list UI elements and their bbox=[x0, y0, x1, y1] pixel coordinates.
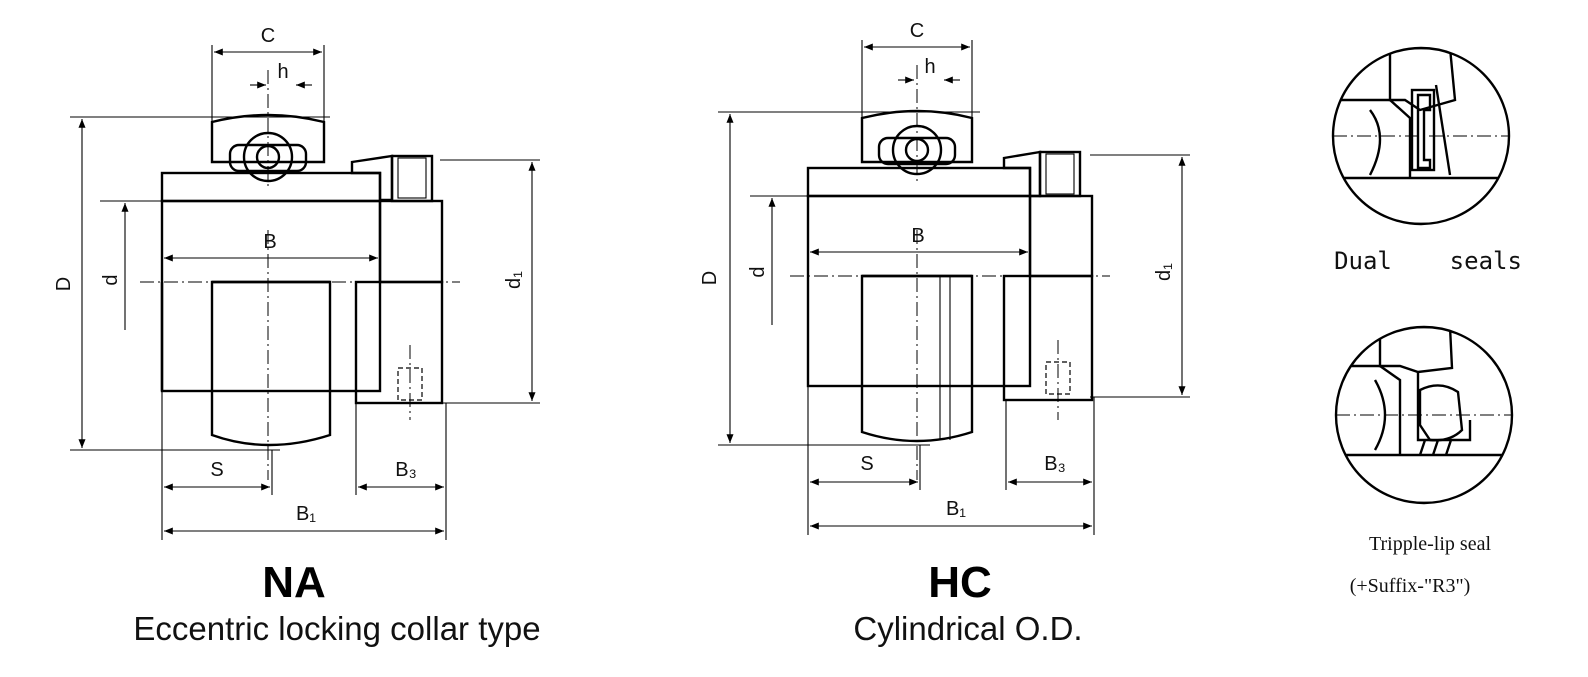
dual-seal-detail bbox=[1331, 46, 1511, 226]
na-dim-b: B bbox=[263, 231, 276, 253]
hc-dim-c: C bbox=[910, 20, 924, 42]
hc-shaft bbox=[860, 274, 974, 443]
hc-locking-collar bbox=[1002, 150, 1042, 198]
na-locking-collar bbox=[350, 154, 394, 202]
na-dim-d-outer: D bbox=[53, 277, 75, 291]
na-dim-s: S bbox=[210, 459, 223, 481]
na-subtitle: Eccentric locking collar type bbox=[133, 610, 540, 647]
na-dim-b3: B₃ bbox=[395, 459, 416, 481]
na-dim-h: h bbox=[277, 61, 288, 83]
hc-dim-b1: B₁ bbox=[946, 498, 966, 520]
triple-lip-seal-detail bbox=[1334, 325, 1514, 505]
triple-lip-seal-label: Tripple-lip seal bbox=[1369, 533, 1491, 555]
na-dim-d-bore: d bbox=[100, 274, 122, 285]
hc-dim-d1: d₁ bbox=[1153, 263, 1175, 281]
dual-seal-label: Dual seals bbox=[1334, 247, 1522, 275]
hc-dim-b: B bbox=[911, 225, 924, 247]
hc-dim-d-outer: D bbox=[699, 271, 721, 285]
hc-dim-d-bore: d bbox=[747, 266, 769, 277]
hc-title: HC bbox=[928, 558, 992, 607]
na-dim-c: C bbox=[261, 25, 275, 47]
na-outer-ring bbox=[210, 113, 326, 164]
hc-sleeve bbox=[806, 194, 1032, 388]
hc-dim-s: S bbox=[860, 453, 873, 475]
na-sleeve bbox=[160, 199, 382, 393]
hc-dim-b3: B₃ bbox=[1044, 453, 1065, 475]
hc-bearing-drawing: C h B D d d₁ S B₃ B₁ bbox=[699, 20, 1190, 535]
na-dim-d1: d₁ bbox=[503, 271, 525, 289]
na-bearing-drawing: C h B D d d₁ S B₃ B₁ bbox=[53, 25, 540, 540]
hc-subtitle: Cylindrical O.D. bbox=[853, 610, 1082, 647]
hc-dim-h: h bbox=[924, 56, 935, 78]
na-title: NA bbox=[262, 558, 326, 607]
na-dim-b1: B₁ bbox=[296, 503, 316, 525]
hc-inner-ring bbox=[806, 166, 1032, 198]
na-shaft bbox=[210, 280, 332, 447]
na-inner-ring bbox=[160, 171, 382, 203]
triple-lip-seal-suffix: (+Suffix-"R3") bbox=[1350, 575, 1471, 597]
na-ball bbox=[242, 131, 294, 183]
